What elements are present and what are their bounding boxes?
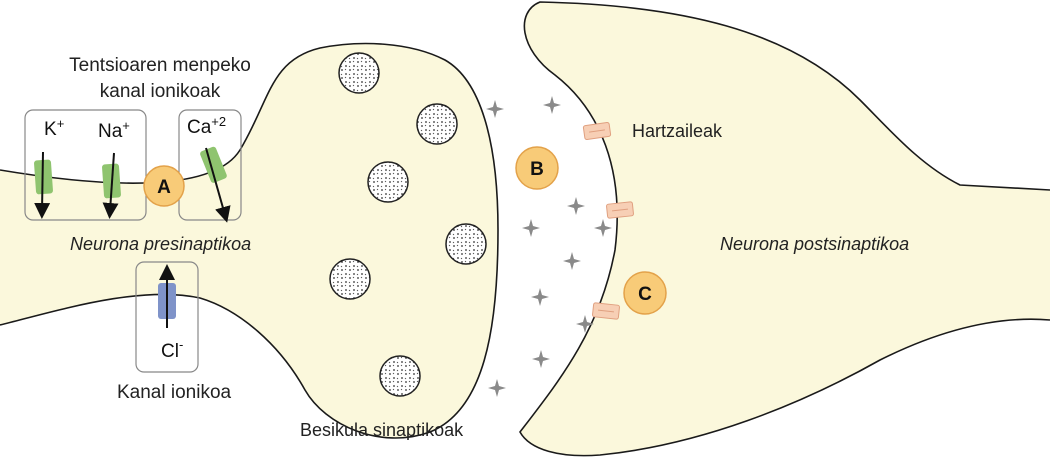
neurotransmitter-icon <box>563 252 581 270</box>
potassium-label: K+ <box>44 116 64 140</box>
neurotransmitter-icon <box>522 219 540 237</box>
chloride-label: Cl- <box>161 337 183 362</box>
receptor-icon <box>583 122 611 139</box>
ion-channel-label: Kanal ionikoa <box>117 382 232 403</box>
svg-text:B: B <box>530 159 544 180</box>
receptors-label: Hartzaileak <box>632 121 723 141</box>
neurotransmitter-icon <box>486 100 504 118</box>
vesicle <box>446 224 486 264</box>
vesicle <box>417 104 457 144</box>
voltage-gated-channels-label-line2: kanal ionikoak <box>100 81 221 102</box>
vesicle <box>339 53 379 93</box>
neurotransmitter-icon <box>488 379 506 397</box>
vesicle <box>368 162 408 202</box>
svg-text:A: A <box>157 177 171 198</box>
potassium-arrow <box>42 152 43 211</box>
neurotransmitter-icon <box>594 219 612 237</box>
svg-text:C: C <box>638 284 652 305</box>
receptor-icon <box>592 303 619 320</box>
neurotransmitter-icon <box>532 350 550 368</box>
calcium-label: Ca+2 <box>187 114 226 138</box>
synaptic-vesicles-label: Besikula sinaptikoak <box>300 420 464 440</box>
marker-c: C <box>624 272 666 314</box>
voltage-gated-channels-label-line1: Tentsioaren menpeko <box>69 55 251 76</box>
postsynaptic-neuron-label: Neurona postsinaptikoa <box>720 234 909 254</box>
sodium-label: Na+ <box>98 118 130 142</box>
marker-b: B <box>516 147 558 189</box>
presynaptic-neuron-label: Neurona presinaptikoa <box>70 234 251 254</box>
marker-a: A <box>144 166 184 206</box>
vesicle <box>380 356 420 396</box>
vesicle <box>330 259 370 299</box>
neurotransmitter-icon <box>543 96 561 114</box>
neurotransmitter-icon <box>567 197 585 215</box>
neurotransmitter-icon <box>531 288 549 306</box>
receptor-icon <box>606 202 633 219</box>
